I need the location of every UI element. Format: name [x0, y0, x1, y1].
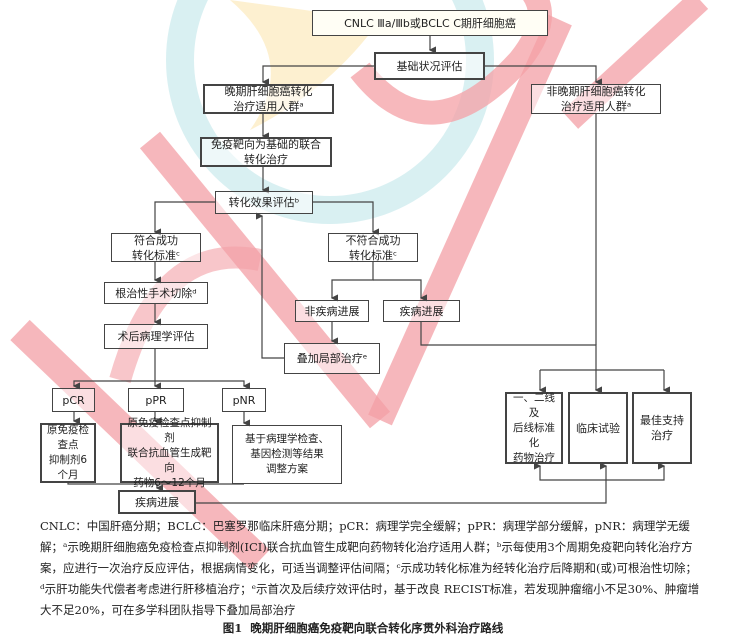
- figure-label: 图1: [222, 621, 243, 635]
- node-non-progression: 非疾病进展: [295, 300, 369, 322]
- figure-caption: 图1 晚期肝细胞癌免疫靶向联合转化序贯外科治疗路线: [0, 620, 734, 636]
- node-pcr: pCR: [52, 388, 95, 412]
- node-progression-bottom: 疾病进展: [118, 490, 196, 514]
- node-meets-criteria: 符合成功 转化标准ᶜ: [111, 233, 201, 262]
- node-radical-resection: 根治性手术切除ᵈ: [104, 282, 208, 304]
- node-pnr: pNR: [222, 388, 266, 412]
- node-baseline-assessment: 基础状况评估: [374, 52, 485, 80]
- node-non-advanced-population: 非晚期肝细胞癌转化 治疗适用人群ᵃ: [531, 84, 661, 114]
- node-best-supportive-care: 最佳支持 治疗: [632, 392, 692, 464]
- node-progression-right: 疾病进展: [383, 300, 460, 322]
- node-local-therapy: 叠加局部治疗ᵉ: [284, 343, 380, 374]
- node-ppr-treatment: 原免疫检查点抑制剂 联合抗血管生成靶向 药物6～12个月: [120, 417, 219, 489]
- figure-notes: CNLC：中国肝癌分期；BCLC：巴塞罗那临床肝癌分期；pCR：病理学完全缓解；…: [40, 519, 700, 617]
- node-efficacy-evaluation: 转化效果评估ᵇ: [215, 191, 313, 214]
- node-not-meet-criteria: 不符合成功 转化标准ᶜ: [328, 233, 418, 262]
- figure-title: 晚期肝细胞癌免疫靶向联合转化序贯外科治疗路线: [250, 621, 504, 635]
- node-clinical-trial: 临床试验: [568, 392, 628, 464]
- node-pnr-treatment: 基于病理学检查、 基因检测等结果 调整方案: [232, 425, 342, 484]
- node-combo-therapy: 免疫靶向为基础的联合 转化治疗: [200, 137, 332, 167]
- node-postop-pathology: 术后病理学评估: [104, 324, 208, 349]
- node-standard-drug-therapy: 一、二线及 后线标准化 药物治疗: [505, 392, 563, 464]
- node-ppr: pPR: [128, 388, 184, 412]
- node-pcr-treatment: 原免疫检查点 抑制剂6个月: [40, 423, 96, 483]
- node-stage: CNLC Ⅲa/Ⅲb或BCLC C期肝细胞癌: [312, 10, 548, 36]
- node-advanced-population: 晚期肝细胞癌转化 治疗适用人群ᵃ: [203, 84, 334, 114]
